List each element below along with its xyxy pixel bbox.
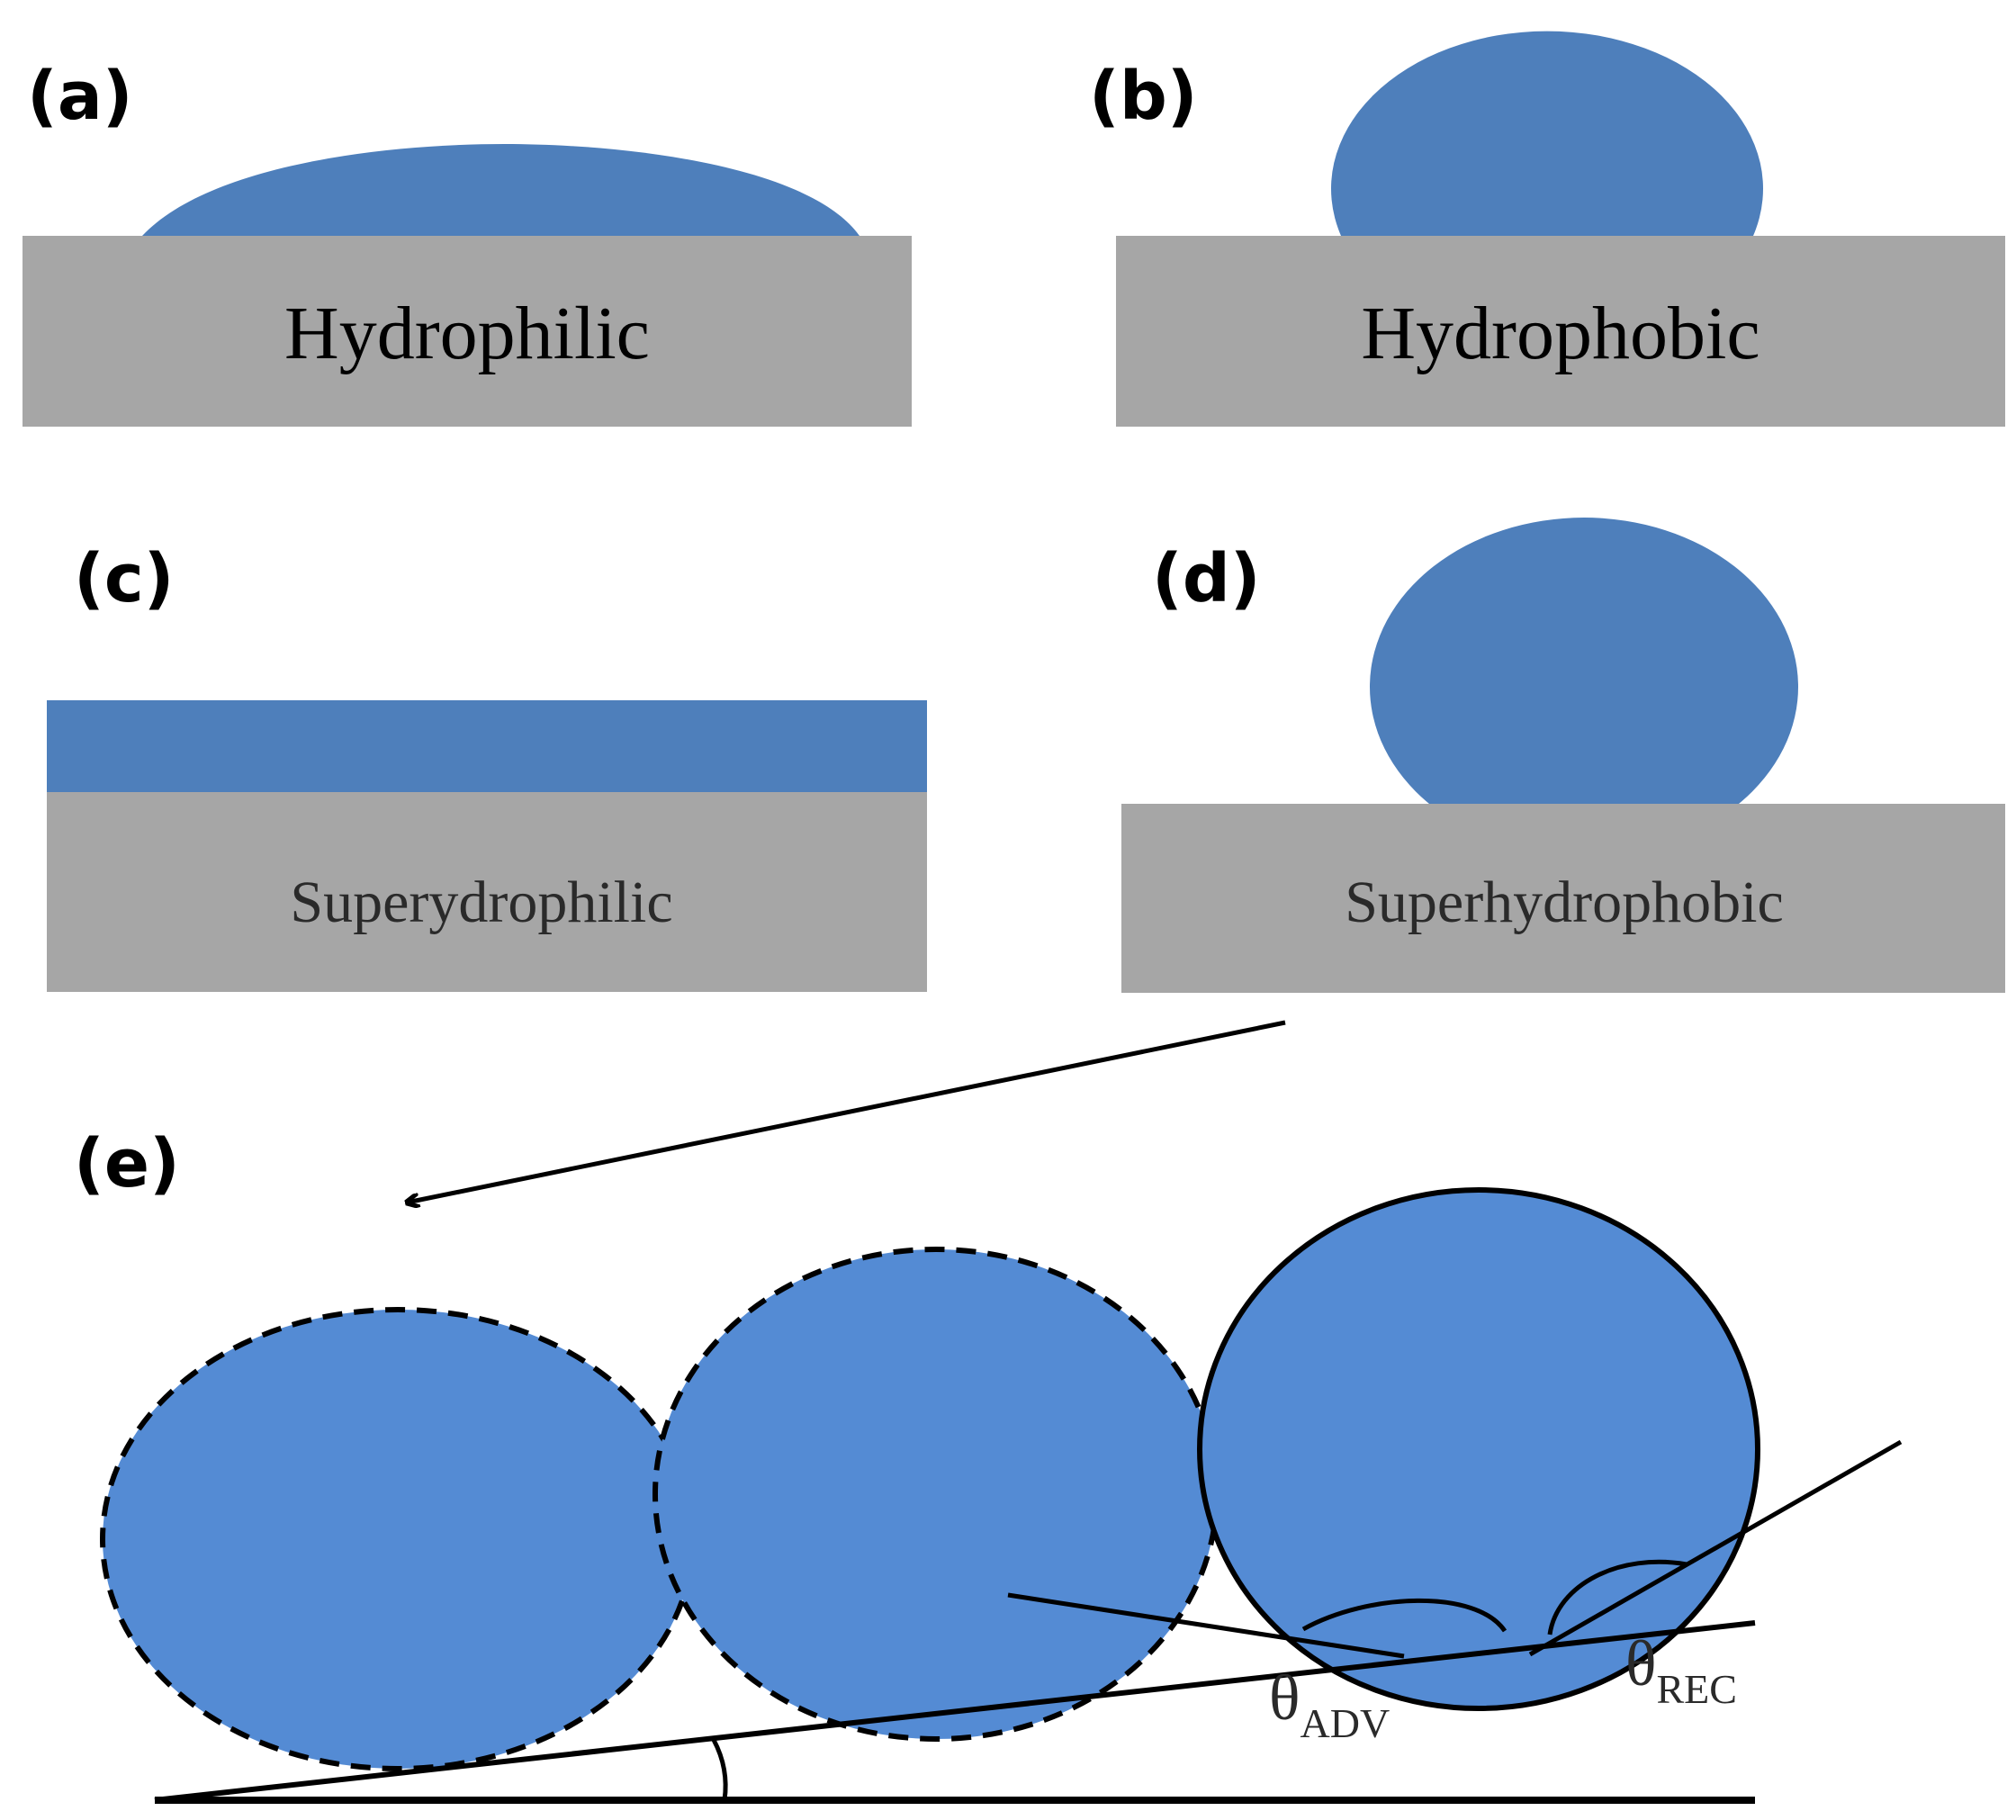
panel-d-label: (d): [1152, 540, 1261, 617]
superhydrophilic-substrate: [47, 792, 927, 992]
droplet-position-1: [100, 1307, 696, 1771]
panel-c-label: (c): [74, 540, 175, 617]
panel-a-label: (a): [27, 58, 133, 135]
receding-angle-arc: [1547, 1559, 1688, 1635]
theta-advancing-label: θADV: [1269, 1662, 1390, 1746]
superhydrophobic-substrate: [1121, 804, 2005, 993]
panel-b: (b) Hydrophobic: [1089, 31, 2005, 427]
inclined-plane-line: [154, 1620, 1756, 1803]
hydrophilic-label: Hydrophilic: [284, 292, 650, 375]
superhydrophilic-water-film: [47, 700, 927, 792]
panel-e: (e) θADV θREC: [74, 1125, 1903, 1804]
superhydrophobic-label: Superhydrophobic: [1345, 869, 1784, 935]
hydrophilic-droplet: [142, 144, 860, 236]
tilt-angle-arc: [711, 1738, 728, 1801]
panel-e-label: (e): [74, 1125, 180, 1203]
advancing-tangent-line: [1007, 1592, 1405, 1659]
hydrophobic-droplet: [1331, 31, 1763, 236]
receding-tangent-line: [1528, 1439, 1903, 1657]
hydrophobic-substrate: [1116, 236, 2005, 427]
droplet-current: [1197, 1187, 1760, 1711]
hydrophobic-label: Hydrophobic: [1361, 292, 1760, 375]
superhydrophobic-droplet: [1370, 518, 1799, 804]
superhydrophilic-label: Superydrophilic: [290, 869, 672, 935]
theta-receding-label: θREC: [1625, 1627, 1737, 1712]
advancing-angle-arc: [1301, 1598, 1508, 1633]
panel-c: (c) Superydrophilic: [47, 540, 927, 992]
hydrophilic-substrate: [22, 236, 912, 427]
droplet-position-2: [652, 1247, 1220, 1742]
panel-b-label: (b): [1089, 58, 1198, 135]
panel-a: (a) Hydrophilic: [22, 58, 912, 427]
zoom-arrow: [407, 1020, 1286, 1203]
panel-d: (d) Superhydrophobic: [1121, 518, 2005, 993]
